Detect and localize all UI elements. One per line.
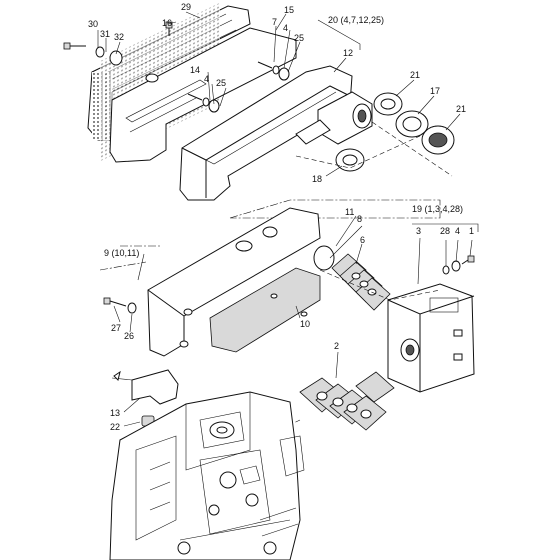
label-25-mid: 25 bbox=[216, 78, 226, 88]
label-29: 29 bbox=[181, 2, 191, 12]
label-22: 22 bbox=[110, 422, 120, 432]
label-1: 1 bbox=[469, 226, 474, 236]
label-30: 30 bbox=[88, 19, 98, 29]
upper-fasteners bbox=[63, 21, 290, 113]
upper-guide-2 bbox=[371, 121, 453, 177]
label-4-lower: 4 bbox=[455, 226, 460, 236]
upper-guide-1 bbox=[295, 135, 421, 169]
gaskets-2 bbox=[299, 371, 395, 431]
label-15: 15 bbox=[284, 5, 294, 15]
label-17: 17 bbox=[430, 86, 440, 96]
label-4-mid: 4 bbox=[204, 74, 209, 84]
label-6: 6 bbox=[360, 235, 365, 245]
label-14: 14 bbox=[190, 65, 200, 75]
leader-lines bbox=[97, 11, 473, 427]
label-19: 19 (1,3,4,28) bbox=[412, 204, 463, 214]
engine-block bbox=[109, 391, 305, 560]
label-11: 11 bbox=[345, 207, 354, 217]
gasket-rings bbox=[335, 92, 455, 172]
gaskets-6-11 bbox=[313, 245, 391, 311]
label-12: 12 bbox=[343, 48, 353, 58]
manifold-9 bbox=[147, 207, 321, 357]
label-25-upper: 25 bbox=[294, 33, 304, 43]
label-18: 18 bbox=[312, 174, 322, 184]
gasket-10 bbox=[209, 267, 321, 353]
silencer-body-15 bbox=[109, 27, 297, 163]
label-21-right: 21 bbox=[456, 104, 466, 114]
label-28: 28 bbox=[440, 226, 450, 236]
label-10: 10 bbox=[300, 319, 310, 329]
muffler-12 bbox=[179, 65, 353, 201]
label-26: 26 bbox=[124, 331, 134, 341]
bracket-13 bbox=[111, 369, 179, 405]
upper-frame bbox=[229, 199, 441, 219]
label-8: 8 bbox=[357, 214, 362, 224]
label-16: 16 bbox=[162, 18, 172, 28]
callout-labels: 30 31 32 16 29 15 20 (4,7,12,25) 7 4 25 … bbox=[88, 2, 474, 432]
label-4-upper: 4 bbox=[283, 23, 288, 33]
middle-guide-1 bbox=[319, 269, 441, 301]
outlet-pipe bbox=[295, 91, 373, 145]
converter-3 bbox=[387, 283, 475, 393]
label-20: 20 (4,7,12,25) bbox=[328, 15, 384, 25]
label-21-left: 21 bbox=[410, 70, 420, 80]
label-32: 32 bbox=[114, 32, 124, 42]
label-7: 7 bbox=[272, 17, 277, 27]
label-27: 27 bbox=[111, 323, 121, 333]
label-9: 9 (10,11) bbox=[104, 248, 139, 258]
label-31: 31 bbox=[100, 29, 110, 39]
label-3: 3 bbox=[416, 226, 421, 236]
middle-frame bbox=[99, 245, 160, 271]
label-2: 2 bbox=[334, 341, 339, 351]
label-13: 13 bbox=[110, 408, 120, 418]
